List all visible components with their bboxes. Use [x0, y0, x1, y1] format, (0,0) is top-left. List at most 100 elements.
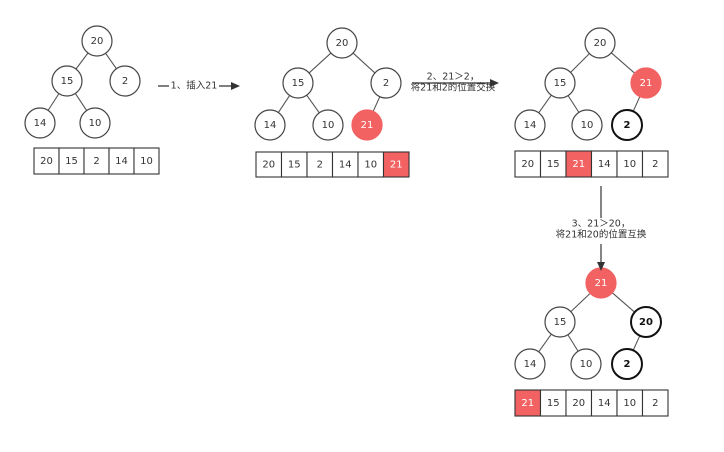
tree-node: 10: [312, 109, 344, 141]
array-cell: 20: [565, 389, 593, 417]
tree-node: 10: [571, 109, 603, 141]
array-cell-value: 15: [288, 160, 301, 171]
tree-edge: [352, 52, 376, 74]
tree-node-circle: [514, 348, 546, 380]
tree-node-value: 14: [524, 359, 537, 370]
array-cell-value: 14: [598, 398, 611, 409]
tree-node: 15: [282, 67, 314, 99]
tree-node: 20: [630, 306, 662, 338]
tree-node-circle: [611, 348, 643, 380]
array-cell-value: 15: [547, 398, 560, 409]
tree-node-value: 10: [322, 120, 335, 131]
tree-edge: [308, 52, 332, 74]
array-cell: 21: [382, 151, 410, 178]
tree-node-value: 2: [383, 78, 389, 89]
array-cell: 2: [641, 389, 669, 417]
tree-node: 20: [81, 25, 113, 57]
tree-node: 2: [370, 67, 402, 99]
tree-node-circle: [312, 109, 344, 141]
tree-edge: [105, 52, 117, 70]
array-cell-value: 14: [598, 159, 611, 170]
tree-node-value: 21: [595, 278, 608, 289]
step-arrow-3: 3、21＞20，将21和20的位置互换: [553, 186, 649, 271]
step-label-background: [553, 218, 649, 244]
array-cell-box: [280, 151, 308, 178]
array-cell-value: 21: [521, 398, 534, 409]
tree-node-circle: [326, 27, 358, 59]
tree-edge: [611, 292, 636, 313]
tree-node-circle: [51, 65, 83, 97]
tree-edge: [570, 292, 591, 313]
step-arrow-1: 1、插入21: [158, 78, 240, 94]
array-cell-box: [108, 147, 135, 175]
tree-node-circle: [584, 27, 616, 59]
array-cell: 21: [514, 389, 542, 417]
tree-node-value: 20: [639, 317, 653, 328]
array-cell-box: [616, 389, 644, 417]
tree-node-value: 15: [554, 317, 567, 328]
tree-node-circle: [571, 109, 603, 141]
tree-node: 2: [611, 348, 643, 380]
tree-node: 2: [611, 109, 643, 141]
array-cell: 20: [255, 151, 283, 178]
step-label: 1、插入21: [171, 80, 218, 92]
tree-node-value: 10: [581, 120, 594, 131]
tree-node-circle: [544, 306, 576, 338]
heap-tree-2: 20 15 2 14 10 21: [254, 27, 402, 141]
tree-node: 14: [514, 348, 546, 380]
tree-node-value: 2: [122, 76, 128, 87]
array-cell-box: [590, 389, 618, 417]
tree-edge: [570, 53, 590, 73]
array-cell: 20: [514, 150, 542, 178]
array-cell: 10: [616, 389, 644, 417]
tree-node: 10: [79, 107, 111, 139]
tree-node-value: 10: [580, 359, 593, 370]
tree-edge: [306, 94, 320, 114]
arrow-head: [231, 82, 240, 90]
tree-node-circle: [109, 65, 141, 97]
heap-tree-1: 20 15 2 14 10: [24, 25, 141, 139]
tree-edge: [47, 93, 60, 111]
array-cell-value: 2: [93, 156, 99, 167]
array-cell: 10: [133, 147, 160, 175]
tree-node-circle: [544, 67, 576, 99]
tree-node: 20: [584, 27, 616, 59]
array-cell-value: 20: [572, 398, 585, 409]
tree-node-circle: [630, 306, 662, 338]
tree-node-value: 10: [89, 118, 102, 129]
tree-node-circle: [514, 109, 546, 141]
array-cell: 10: [357, 151, 385, 178]
array-cell: 2: [641, 150, 669, 178]
tree-node-value: 2: [624, 120, 631, 131]
tree-node: 10: [570, 348, 602, 380]
tree-node-value: 20: [594, 38, 607, 49]
tree-node-value: 15: [554, 78, 567, 89]
array-cell: 14: [108, 147, 135, 175]
tree-edge: [567, 95, 580, 113]
tree-node: 20: [326, 27, 358, 59]
tree-node-circle: [570, 348, 602, 380]
step-label: 将21和20的位置互换: [556, 229, 647, 241]
tree-node-value: 2: [624, 359, 631, 370]
tree-node: 14: [24, 107, 56, 139]
step-label: 2、21＞2，: [427, 72, 480, 83]
array-cell-value: 2: [652, 398, 658, 409]
tree-node: 15: [544, 306, 576, 338]
tree-node: 14: [254, 109, 286, 141]
array-cell-box: [33, 147, 60, 175]
array-cell-value: 20: [521, 159, 534, 170]
step-label-background: [169, 78, 219, 94]
tree-node: 14: [514, 109, 546, 141]
tree-node-circle: [81, 25, 113, 57]
tree-node: 2: [109, 65, 141, 97]
array-cell-value: 2: [317, 160, 323, 171]
tree-node-value: 21: [361, 120, 374, 131]
tree-edge: [372, 96, 381, 112]
tree-node: 15: [51, 65, 83, 97]
arrow-head: [597, 262, 605, 271]
tree-node-circle: [611, 109, 643, 141]
step-arrow-2: 2、21＞2，将21和2的位置交换: [411, 72, 499, 94]
